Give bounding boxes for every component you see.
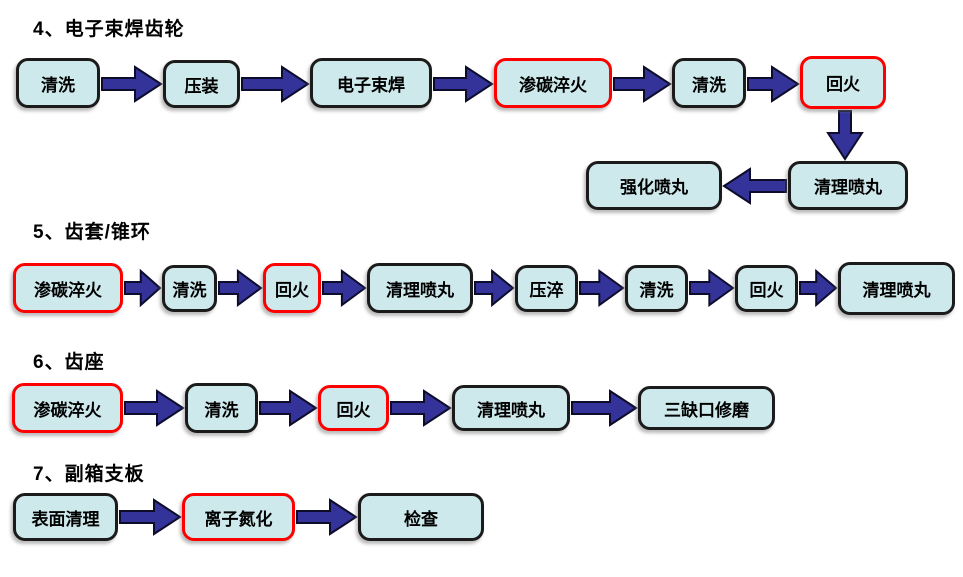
arrow-right-icon — [241, 65, 310, 103]
process-step-box: 清洗 — [162, 265, 217, 312]
arrow-right-icon — [218, 269, 263, 307]
arrow-right-icon — [689, 269, 735, 307]
process-step-box: 电子束焊 — [310, 58, 432, 108]
process-step-box: 回火 — [735, 265, 798, 312]
process-step-box: 压淬 — [515, 265, 578, 312]
arrow-right-icon — [119, 498, 182, 536]
process-step-box: 清理喷丸 — [367, 263, 473, 313]
arrow-right-icon — [101, 65, 163, 103]
process-step-box: 回火 — [800, 56, 886, 109]
arrow-right-icon — [747, 65, 800, 103]
arrow-right-icon — [124, 389, 185, 427]
section-title: 7、副箱支板 — [33, 464, 145, 485]
process-step-box: 清洗 — [672, 58, 746, 108]
process-step-box: 清理喷丸 — [838, 262, 955, 315]
process-step-box: 表面清理 — [13, 493, 118, 541]
process-step-box: 回火 — [263, 263, 321, 313]
process-step-box: 渗碳淬火 — [494, 58, 612, 108]
arrow-down-icon — [826, 110, 864, 161]
section-title: 5、齿套/锥环 — [33, 222, 151, 243]
section-title: 4、电子束焊齿轮 — [33, 19, 185, 40]
arrow-right-icon — [322, 269, 367, 307]
process-step-box: 渗碳淬火 — [12, 383, 123, 433]
arrow-right-icon — [799, 268, 838, 308]
arrow-right-icon — [579, 269, 625, 307]
process-step-box: 回火 — [318, 385, 389, 431]
arrow-right-icon — [296, 498, 358, 536]
process-step-box: 清洗 — [625, 265, 688, 312]
process-step-box: 清理喷丸 — [452, 385, 570, 431]
arrow-right-icon — [259, 389, 318, 427]
process-step-box: 强化喷丸 — [586, 161, 722, 210]
arrow-right-icon — [124, 268, 162, 308]
arrow-left-icon — [722, 167, 787, 205]
process-step-box: 清洗 — [16, 58, 100, 108]
process-step-box: 三缺口修磨 — [638, 386, 775, 430]
arrow-right-icon — [571, 389, 638, 427]
arrow-right-icon — [433, 65, 494, 103]
arrow-right-icon — [390, 389, 452, 427]
arrow-right-icon — [613, 65, 672, 103]
process-step-box: 清理喷丸 — [788, 161, 908, 210]
process-step-box: 压装 — [163, 60, 240, 108]
process-step-box: 渗碳淬火 — [13, 263, 123, 313]
process-step-box: 离子氮化 — [182, 493, 295, 541]
arrow-right-icon — [474, 268, 515, 308]
process-step-box: 检查 — [358, 493, 484, 541]
section-title: 6、齿座 — [33, 352, 105, 373]
process-step-box: 清洗 — [185, 383, 258, 433]
